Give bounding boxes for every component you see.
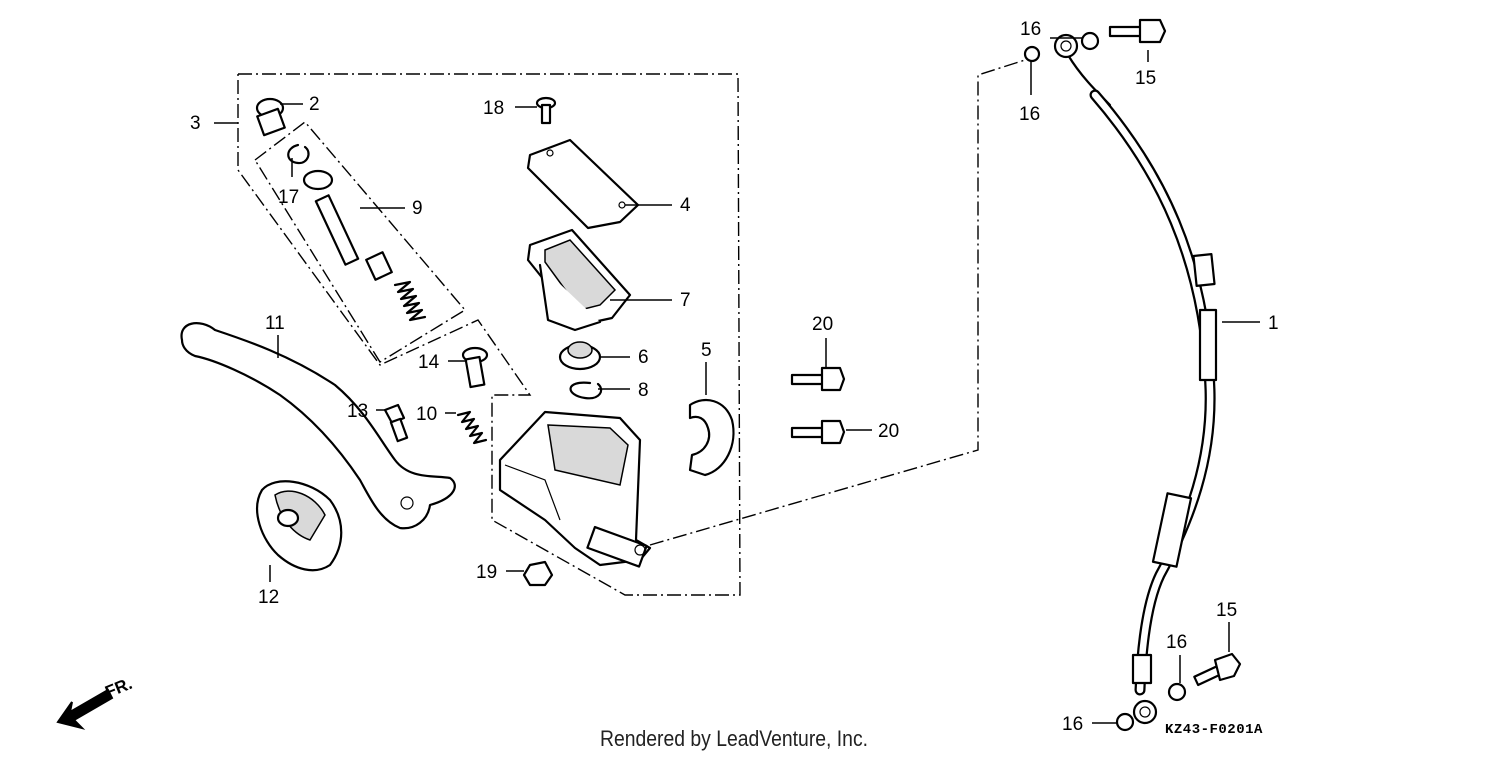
callout-11: 11: [265, 313, 285, 334]
callout-18: 18: [483, 98, 504, 119]
callout-16-bottom: 16: [1062, 714, 1083, 735]
cap-screw: [535, 96, 557, 125]
sealing-washer-1: [1080, 31, 1100, 51]
callout-8: 8: [638, 380, 649, 401]
piston-kit-outline: [254, 121, 467, 363]
front-direction-arrow: FR.: [56, 674, 135, 730]
callout-6: 6: [638, 347, 649, 368]
diaphragm-plate: [526, 228, 632, 332]
direction-label: FR.: [102, 674, 135, 702]
sealing-washer-4: [1115, 712, 1135, 732]
callout-15-lower: 15: [1216, 600, 1237, 621]
callout-10: 10: [416, 404, 437, 425]
callout-14: 14: [418, 352, 440, 373]
callout-13: 13: [347, 401, 368, 422]
callout-2: 2: [309, 94, 320, 115]
master-cylinder-body: [498, 410, 652, 568]
circlip: [569, 381, 603, 400]
bleeder-cap: [522, 560, 554, 587]
master-cylinder-assembly-outline: [237, 73, 741, 596]
sealing-washer-3: [1167, 682, 1187, 702]
callout-3: 3: [190, 113, 201, 134]
callout-20-upper: 20: [812, 314, 833, 335]
sealing-washer-2: [1023, 45, 1041, 63]
snap-ring: [287, 143, 310, 165]
callout-20-lower: 20: [878, 421, 899, 442]
banjo-bolt-upper: [1108, 18, 1167, 44]
callout-7: 7: [680, 290, 691, 311]
callout-16-lower: 16: [1166, 632, 1187, 653]
holder-bolt-upper: [790, 366, 846, 392]
brake-hose: [1053, 33, 1218, 725]
lever-spring: [456, 410, 488, 445]
callout-1: 1: [1268, 313, 1279, 334]
dust-boot: [255, 97, 286, 137]
piston-washer: [302, 169, 334, 191]
lever-pivot-bolt: [461, 346, 489, 389]
hose-connection-line: [649, 59, 1026, 546]
callout-12: 12: [258, 587, 279, 608]
callout-15-upper: 15: [1135, 68, 1156, 89]
brake-lever: [180, 322, 456, 530]
diaphragm: [558, 341, 602, 371]
holder-bolt-lower: [790, 419, 846, 445]
callout-16-upper: 16: [1019, 104, 1040, 125]
piston-rod: [314, 194, 393, 281]
footer-credit: Rendered by LeadVenture, Inc.: [600, 726, 869, 751]
piston-spring: [393, 280, 427, 322]
lever-cover: [256, 480, 343, 572]
callout-5: 5: [701, 340, 712, 361]
banjo-bolt-lower: [1193, 652, 1242, 687]
master-cylinder-holder: [688, 398, 735, 477]
callout-16-top: 16: [1020, 19, 1041, 40]
callout-19: 19: [476, 562, 497, 583]
reservoir-cap: [526, 138, 640, 230]
callout-9: 9: [412, 198, 423, 219]
diagram-code: KZ43-F0201A: [1165, 722, 1263, 738]
callout-17: 17: [278, 187, 299, 208]
callout-4: 4: [680, 195, 691, 216]
lever-adjuster: [383, 403, 409, 443]
